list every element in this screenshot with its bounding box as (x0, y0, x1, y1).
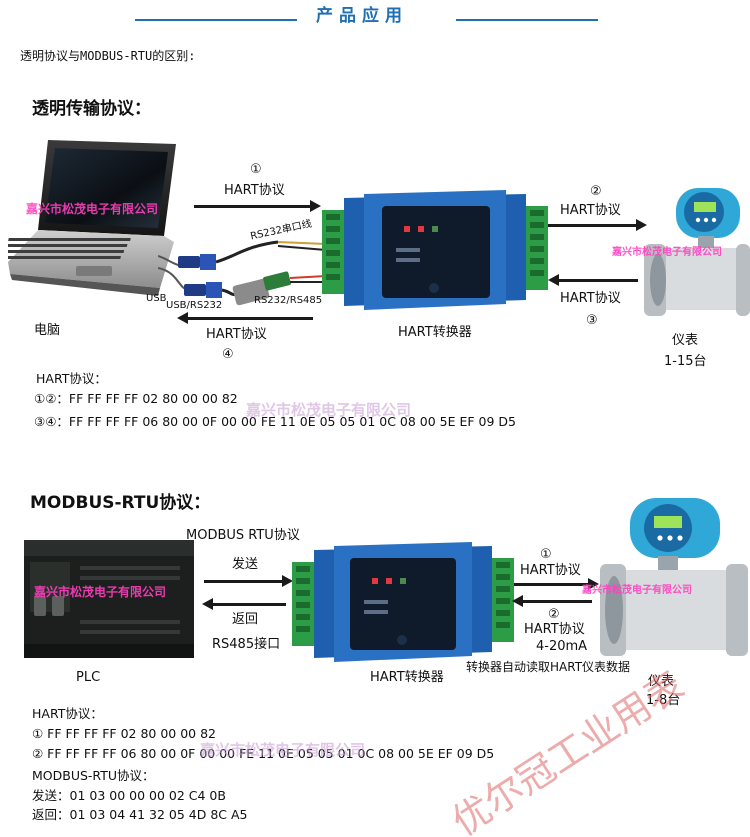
top-step1-protocol: HART协议 (224, 183, 285, 198)
bottom-converter-label: HART转换器 (370, 670, 444, 685)
return-label: 返回 (232, 612, 259, 627)
bottom-step2-protocol: HART协议 (524, 622, 585, 637)
top-meter-count: 1-15台 (664, 354, 707, 369)
top-frames-title: HART协议： (36, 371, 107, 386)
bottom-step2-number: ② (548, 607, 560, 622)
top-step2-protocol: HART协议 (560, 203, 621, 218)
modbus-rtu-label: MODBUS RTU协议 (186, 528, 300, 543)
bottom-meter-label: 仪表 (648, 674, 675, 689)
return-arrow-head (202, 598, 213, 610)
bottom-step1-number: ① (540, 547, 552, 562)
top-arrow-to-meter (548, 224, 638, 227)
pc-label: 电脑 (34, 323, 61, 338)
rs485-label: RS485接口 (212, 637, 281, 652)
usb-cable-image (157, 236, 328, 316)
top-step3-protocol: HART协议 (560, 291, 621, 306)
top-flow-meter-image (640, 178, 750, 328)
modbus-section-title: MODBUS-RTU协议： (30, 493, 211, 513)
auto-read-note: 转换器自动读取HART仪表数据 (466, 660, 631, 674)
top-arrow-from-meter-head (548, 274, 559, 286)
bottom-arrow-to-meter-head (588, 578, 599, 590)
bottom-flow-meter-image (594, 488, 750, 670)
send-arrow (204, 580, 284, 583)
plc-label: PLC (76, 670, 101, 685)
top-frame-12: ①②：FF FF FF FF 02 80 00 00 82 (34, 391, 238, 406)
bottom-frames-title: HART协议： (32, 706, 103, 721)
top-step3-number: ③ (586, 313, 598, 328)
usb-label: USB (146, 293, 167, 304)
top-arrow-to-meter-head (636, 219, 647, 231)
bottom-frame-1: ① FF FF FF FF 02 80 00 00 82 (32, 726, 217, 741)
top-arrow-to-converter-head (310, 200, 321, 212)
top-frame-34: ③④：FF FF FF FF 06 80 00 0F 00 00 FE 11 0… (34, 414, 516, 429)
top-arrow-from-meter (558, 279, 638, 282)
header-rule-right (456, 19, 598, 21)
top-arrow-to-converter (194, 205, 312, 208)
top-step4-protocol: HART协议 (206, 327, 267, 342)
bottom-step1-protocol: HART协议 (520, 563, 581, 578)
bottom-arrow-from-meter (522, 600, 592, 603)
company-watermark: 嘉兴市松茂电子有限公司 (612, 247, 722, 258)
company-watermark: 嘉兴市松茂电子有限公司 (582, 585, 692, 596)
top-step4-number: ④ (222, 347, 234, 362)
plc-image (24, 540, 194, 658)
send-label: 发送 (232, 557, 259, 572)
top-converter-label: HART转换器 (398, 325, 472, 340)
rs232-rs485-label: RS232/RS485 (254, 295, 323, 306)
company-watermark-faint: 嘉兴市松茂电子有限公司 (200, 741, 366, 759)
page-title: 产品应用 (316, 6, 408, 26)
top-arrow-to-pc (187, 317, 313, 320)
modbus-send-frame: 发送：01 03 00 00 00 02 C4 0B (32, 788, 226, 803)
company-watermark: 嘉兴市松茂电子有限公司 (26, 202, 159, 216)
modbus-frames-title: MODBUS-RTU协议： (32, 768, 155, 783)
top-hart-converter (322, 188, 548, 312)
top-step1-number: ① (250, 162, 262, 177)
laptop-image (0, 138, 178, 308)
top-meter-label: 仪表 (672, 333, 699, 348)
intro-text: 透明协议与MODBUS-RTU的区别: (20, 49, 196, 63)
bottom-hart-converter (292, 540, 514, 664)
top-arrow-to-pc-head (177, 312, 188, 324)
company-watermark-faint: 嘉兴市松茂电子有限公司 (246, 401, 412, 419)
header-rule-left (135, 19, 297, 21)
bottom-frame-2: ② FF FF FF FF 06 80 00 0F 00 00 FE 11 0E… (32, 746, 495, 761)
company-watermark: 嘉兴市松茂电子有限公司 (34, 585, 167, 599)
modbus-return-frame: 返回：01 03 04 41 32 05 4D 8C A5 (32, 807, 248, 822)
top-step2-number: ② (590, 184, 602, 199)
send-arrow-head (282, 575, 293, 587)
transparent-section-title: 透明传输协议： (32, 99, 151, 119)
return-arrow (212, 603, 286, 606)
bottom-meter-count: 1-8台 (646, 693, 681, 708)
bottom-arrow-to-meter (514, 583, 590, 586)
bottom-arrow-from-meter-head (512, 595, 523, 607)
usb-rs232-label: USB/RS232 (166, 300, 223, 311)
current-label: 4-20mA (536, 639, 588, 654)
